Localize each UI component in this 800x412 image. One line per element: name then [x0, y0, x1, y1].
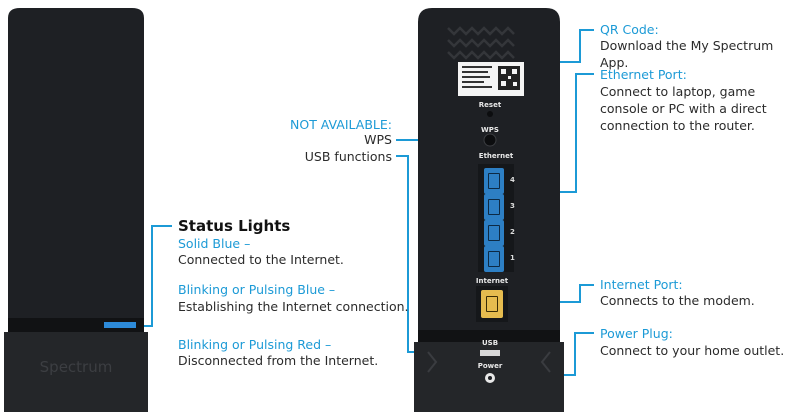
not-available-heading: NOT AVAILABLE:	[290, 117, 392, 132]
ethernet-label: Ethernet	[478, 152, 514, 160]
power-plug-heading: Power Plug:	[600, 326, 673, 341]
status-light-connector	[140, 225, 172, 327]
status-light	[104, 322, 136, 328]
ethernet-port-text: Connect to laptop, game console or PC wi…	[600, 84, 767, 133]
power-label: Power	[477, 362, 503, 370]
spectrum-logo: Spectrum	[40, 358, 113, 376]
wps-button	[483, 133, 497, 147]
port-number: 1	[510, 254, 515, 262]
status-heading-blinking-red: Blinking or Pulsing Red –	[178, 337, 332, 352]
ethernet-port-4	[484, 168, 504, 194]
router-front: Spectrum	[4, 8, 148, 412]
internet-port	[481, 290, 503, 318]
internet-port-heading: Internet Port:	[600, 277, 683, 292]
internet-label: Internet	[475, 277, 509, 285]
reset-label: Reset	[478, 101, 502, 109]
internet-port-text: Connects to the modem.	[600, 293, 755, 308]
not-available-wps: WPS	[364, 132, 392, 147]
usb-label: USB	[481, 339, 499, 347]
power-plug-text: Connect to your home outlet.	[600, 343, 785, 358]
not-available-usb: USB functions	[304, 149, 392, 164]
status-text-solid-blue: Connected to the Internet.	[178, 252, 344, 267]
port-number: 3	[510, 202, 515, 210]
ethernet-port-3	[484, 194, 504, 220]
status-heading-blinking-blue: Blinking or Pulsing Blue –	[178, 282, 336, 297]
status-heading-solid-blue: Solid Blue –	[178, 236, 251, 251]
reset-button	[487, 111, 493, 117]
status-lights-title: Status Lights	[178, 217, 291, 235]
ethernet-port-2	[484, 220, 504, 246]
vent-pattern	[447, 26, 515, 60]
usb-port	[480, 350, 500, 356]
ethernet-port-1	[484, 246, 504, 272]
ethernet-port-heading: Ethernet Port:	[600, 67, 687, 82]
port-number: 2	[510, 228, 515, 236]
qr-code-heading: QR Code:	[600, 22, 659, 37]
qr-code-text: Download the My Spectrum App.	[600, 38, 774, 70]
status-text-blinking-red: Disconnected from the Internet.	[178, 353, 379, 368]
status-text-blinking-blue: Establishing the Internet connection.	[178, 299, 409, 314]
wps-label: WPS	[481, 126, 499, 134]
port-number: 4	[510, 176, 515, 184]
